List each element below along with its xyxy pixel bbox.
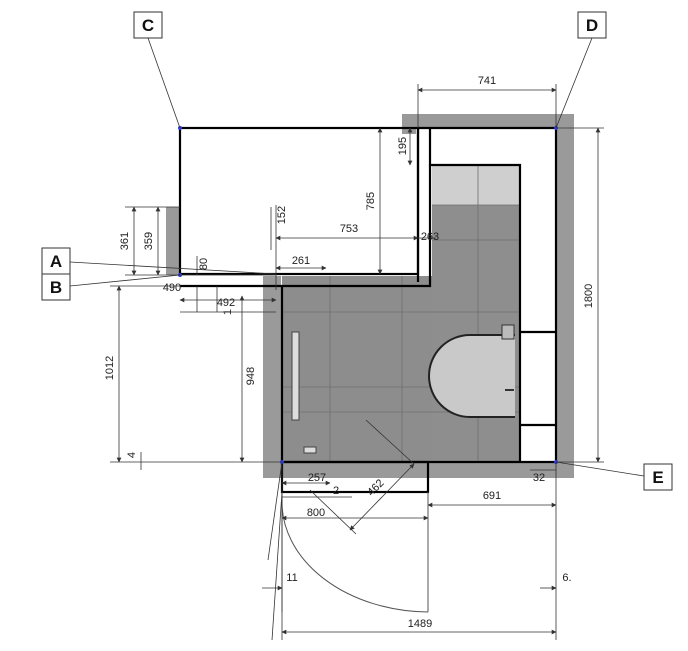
dim-32: 32 — [533, 472, 545, 484]
dim-2: 2 — [333, 485, 339, 497]
dim-490: 490 — [163, 282, 181, 294]
dim-6: 6. — [562, 572, 571, 584]
dim-492: 492 — [217, 297, 235, 309]
dim-257: 257 — [308, 472, 326, 484]
dim-4: 4 — [126, 452, 138, 458]
dim-361: 361 — [119, 232, 131, 250]
svg-text:C: C — [142, 16, 154, 35]
dim-800: 800 — [307, 507, 325, 519]
svg-text:A: A — [50, 252, 62, 271]
svg-text:B: B — [50, 278, 62, 297]
dim-948: 948 — [245, 367, 257, 385]
dim-359: 359 — [143, 232, 155, 250]
door-swing — [267, 461, 429, 641]
dimension-lines — [69, 37, 645, 640]
point-label-a: A — [41, 247, 71, 275]
dim-1-small: 1 — [222, 309, 234, 315]
svg-text:E: E — [652, 468, 663, 487]
dim-753: 753 — [340, 223, 358, 235]
wall-shading — [166, 114, 574, 478]
point-label-d: D — [577, 11, 607, 39]
dim-1012: 1012 — [104, 356, 116, 380]
point-label-e: E — [643, 463, 673, 491]
dim-11: 11 — [286, 572, 297, 584]
dim-1489: 1489 — [408, 618, 432, 630]
point-label-b: B — [41, 273, 71, 301]
dim-152: 152 — [276, 206, 288, 224]
dim-741: 741 — [478, 75, 496, 87]
dim-261: 261 — [292, 255, 310, 267]
floor-tiles — [282, 165, 520, 462]
svg-text:D: D — [586, 16, 598, 35]
dim-80: 80 — [198, 258, 210, 270]
dim-785: 785 — [365, 192, 377, 210]
towel-rail — [291, 331, 317, 454]
dim-691: 691 — [483, 490, 501, 502]
dim-263: 263 — [421, 231, 439, 243]
dim-1800: 1800 — [583, 284, 595, 308]
point-label-c: C — [133, 11, 163, 39]
dim-195: 195 — [397, 137, 409, 155]
dimension-labels: 741 1800 195 785 152 753 263 261 361 359… — [104, 75, 595, 630]
shower-tray — [428, 324, 515, 418]
